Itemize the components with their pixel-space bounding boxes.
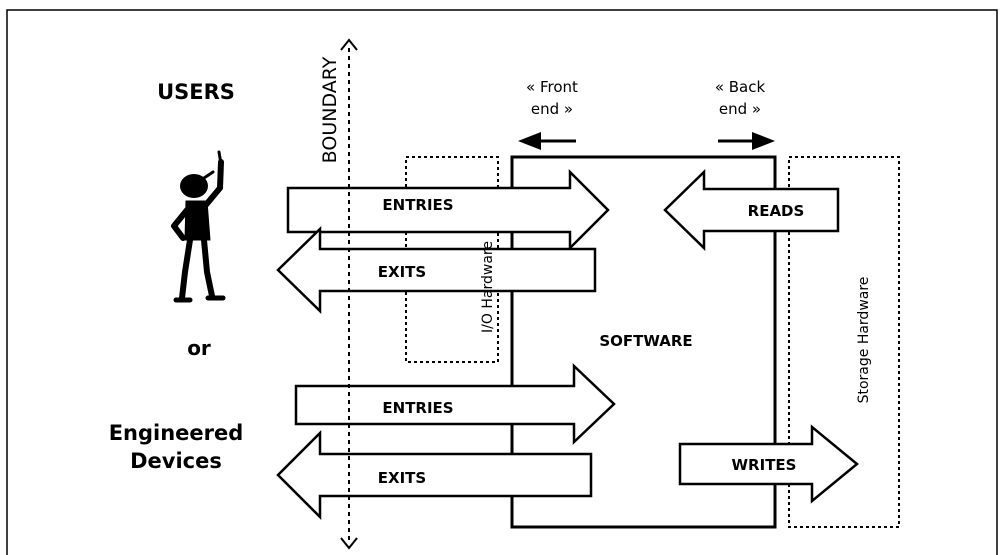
front-end-label-1: « Front — [526, 78, 578, 96]
entries-bottom-label: ENTRIES — [382, 399, 453, 417]
back-end-arrowhead — [752, 132, 775, 150]
storage-hardware-box — [788, 156, 900, 528]
reads-label: READS — [748, 202, 805, 220]
front-end-label-2: end » — [531, 100, 573, 118]
boundary-label: BOUNDARY — [319, 56, 341, 163]
or-label: or — [187, 336, 211, 360]
software-box — [510, 155, 777, 529]
boundary-arrowhead-top — [340, 38, 358, 51]
front-end-arrowhead — [518, 132, 541, 150]
writes-arrow — [678, 424, 859, 504]
engineered-label-2: Devices — [130, 449, 222, 473]
engineered-label-1: Engineered — [109, 421, 244, 445]
outer-frame — [6, 9, 998, 555]
user-figure-icon — [171, 150, 226, 303]
reads-arrow — [663, 169, 840, 251]
back-end-label-1: « Back — [715, 78, 766, 96]
io-hardware-label: I/O Hardware — [480, 241, 496, 333]
back-end-label-2: end » — [719, 100, 761, 118]
exits-top-label: EXITS — [378, 263, 426, 281]
exits-bottom-arrow — [276, 429, 593, 521]
exits-top-arrow — [276, 226, 597, 314]
exits-bottom-label: EXITS — [378, 469, 426, 487]
entries-bottom-arrow — [294, 363, 616, 445]
users-label: USERS — [157, 80, 235, 104]
software-label: SOFTWARE — [599, 332, 692, 350]
boundary-arrowhead-bottom — [340, 537, 358, 550]
entries-top-label: ENTRIES — [382, 196, 453, 214]
storage-hardware-label: Storage Hardware — [856, 277, 872, 404]
writes-label: WRITES — [732, 456, 797, 474]
entries-top-arrow — [286, 168, 610, 252]
